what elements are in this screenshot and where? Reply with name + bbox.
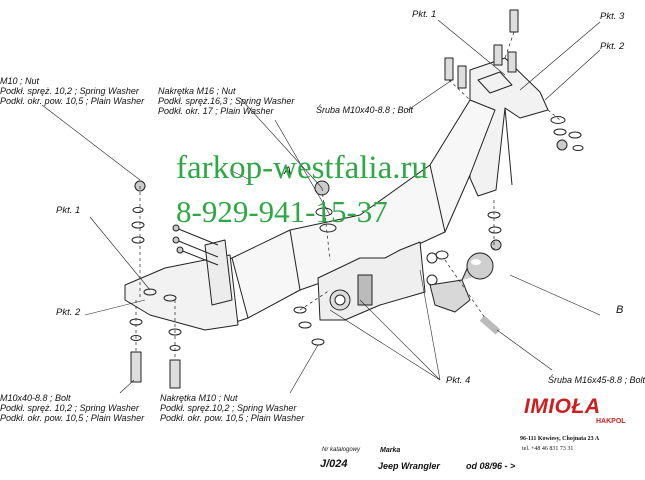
top-right-bolts [444, 9, 584, 151]
label-view-b: B [616, 304, 624, 316]
label-spring-washer-16: Podkł. spręż.16,3 ; Spring Washer [158, 96, 295, 106]
watermark-phone: 8-929-941-15-37 [176, 194, 388, 229]
footer-date: od 08/96 - > [466, 461, 516, 471]
label-plain-washer: Podkł. okr. pow. 10,5 ; Plain Washer [0, 96, 145, 106]
label-pkt1-top: Pkt. 1 [412, 9, 437, 20]
label-bolt-m10x40-top: Śruba M10x40-8.8 ; Bolt [316, 105, 414, 115]
label-plain-washer-bc: Podkł. okr. pow. 10,5 ; Plain Washer [160, 413, 305, 423]
label-pkt4: Pkt. 4 [446, 375, 471, 386]
label-bolt-m16x45: Śruba M16x45-8.8 ; Bolt [548, 375, 645, 385]
leader-lines [41, 19, 601, 394]
label-nut-m10: M10 ; Nut [0, 76, 40, 86]
label-plain-washer-17: Podkł. okr. 17 ; Plain Washer [158, 106, 274, 116]
brand-sub: HAKPOL [596, 418, 626, 425]
company-phone: tel. +48 46 831 73 31 [522, 446, 574, 452]
footer-model: Jeep Wrangler [378, 461, 440, 471]
brand-logo: IMIOŁA [524, 395, 601, 418]
bottom-left-bolts [129, 318, 182, 389]
label-bottom-left: M10x40-8.8 ; Bolt Podkł. spręż. 10,2 ; S… [0, 393, 144, 423]
label-nut-m16: Nakrętka M16 ; Nut [158, 86, 236, 96]
label-spring-washer: Podkł. spręż. 10,2 ; Spring Washer [0, 86, 139, 96]
left-mounting-plate [124, 239, 239, 331]
footer-catalog-number: J/024 [320, 458, 348, 470]
assembly-lines [135, 31, 561, 360]
label-pkt3-top: Pkt. 3 [600, 11, 625, 22]
label-bolt-m10x40: M10x40-8.8 ; Bolt [0, 393, 71, 403]
label-spring-washer-bc: Podkł. spręż.10,2 ; Spring Washer [160, 403, 297, 413]
right-mounting-bracket [469, 57, 549, 197]
label-nut-m10-bc: Nakrętka M10 ; Nut [160, 393, 238, 403]
label-bottom-center: Nakrętka M10 ; Nut Podkł. spręż.10,2 ; S… [160, 393, 304, 423]
watermark-site: farkop-westfalia.ru [176, 150, 428, 186]
label-top-left: M10 ; Nut Podkł. spręż. 10,2 ; Spring Wa… [0, 76, 144, 106]
label-view-a: A [284, 165, 292, 177]
label-top-center: Nakrętka M16 ; Nut Podkł. spręż.16,3 ; S… [158, 86, 294, 116]
tow-ball [429, 252, 494, 313]
company-address: 96-111 Kowiesy, Chojnata 23 A [520, 436, 600, 442]
label-spring-washer-bl: Podkł. spręż. 10,2 ; Spring Washer [0, 403, 139, 413]
label-plain-washer-bl: Podkł. okr. pow. 10,5 ; Plain Washer [0, 413, 145, 423]
right-lower-fasteners [435, 211, 502, 335]
center-mount-plate [317, 241, 438, 321]
label-pkt2-left: Pkt. 2 [56, 307, 81, 318]
footer-catalog-label: Nr katalogowy [322, 447, 361, 453]
footer-make-label: Marka [380, 447, 401, 454]
label-pkt1-left: Pkt. 1 [56, 205, 81, 216]
label-pkt2-top: Pkt. 2 [600, 41, 625, 52]
